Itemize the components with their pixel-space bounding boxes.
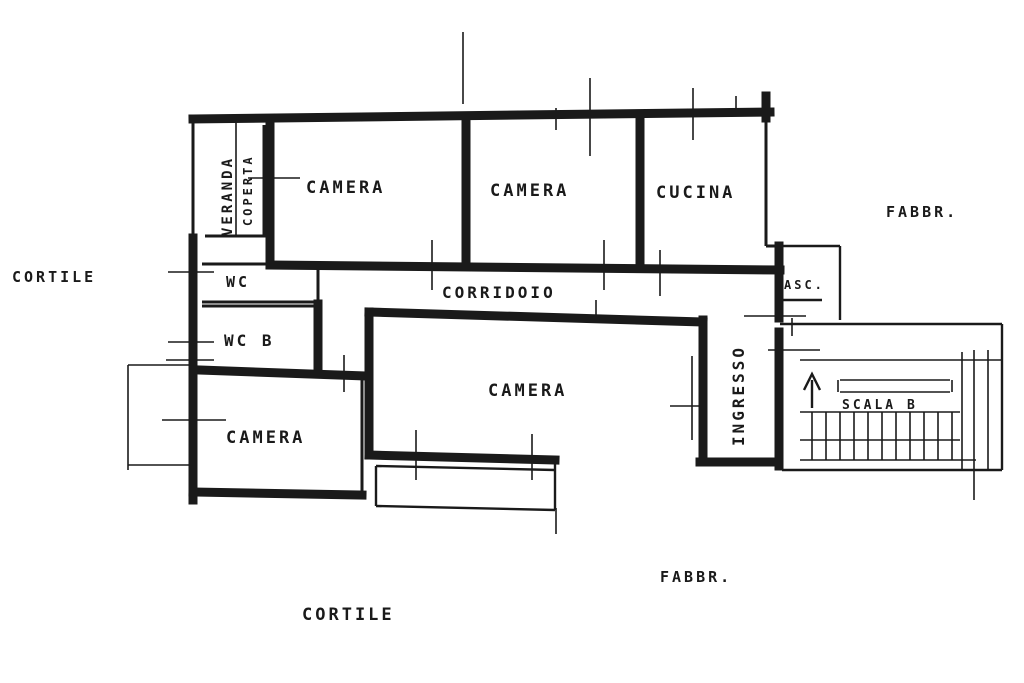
label-wc-b: WC B	[224, 331, 275, 350]
label-scala-b: SCALA B	[842, 398, 918, 413]
label-veranda: VERANDA	[220, 156, 236, 236]
label-cucina: CUCINA	[656, 183, 735, 203]
label-ingresso: INGRESSO	[729, 345, 748, 446]
opening-marks	[127, 32, 820, 534]
room-labels: CAMERA CAMERA CUCINA FABBR. CORTILE WC C…	[12, 154, 958, 625]
label-wc: WC	[226, 273, 250, 291]
label-asc: ASC.	[784, 278, 825, 292]
label-coperta: COPERTA	[241, 154, 255, 226]
outer-walls	[188, 91, 784, 505]
label-camera-top-mid: CAMERA	[490, 181, 569, 201]
interior-walls	[195, 113, 785, 512]
label-corridoio: CORRIDOIO	[442, 283, 556, 302]
elevator-box	[779, 244, 842, 320]
label-fabbr-bottom: FABBR.	[660, 568, 732, 586]
label-fabbr-right: FABBR.	[886, 203, 958, 221]
staircase-b	[780, 322, 1004, 500]
label-camera-bottom-left: CAMERA	[226, 428, 305, 448]
label-cortile-left: CORTILE	[12, 268, 96, 286]
label-cortile-bottom: CORTILE	[302, 605, 395, 625]
label-camera-top-left: CAMERA	[306, 178, 385, 198]
label-camera-center: CAMERA	[488, 381, 567, 401]
